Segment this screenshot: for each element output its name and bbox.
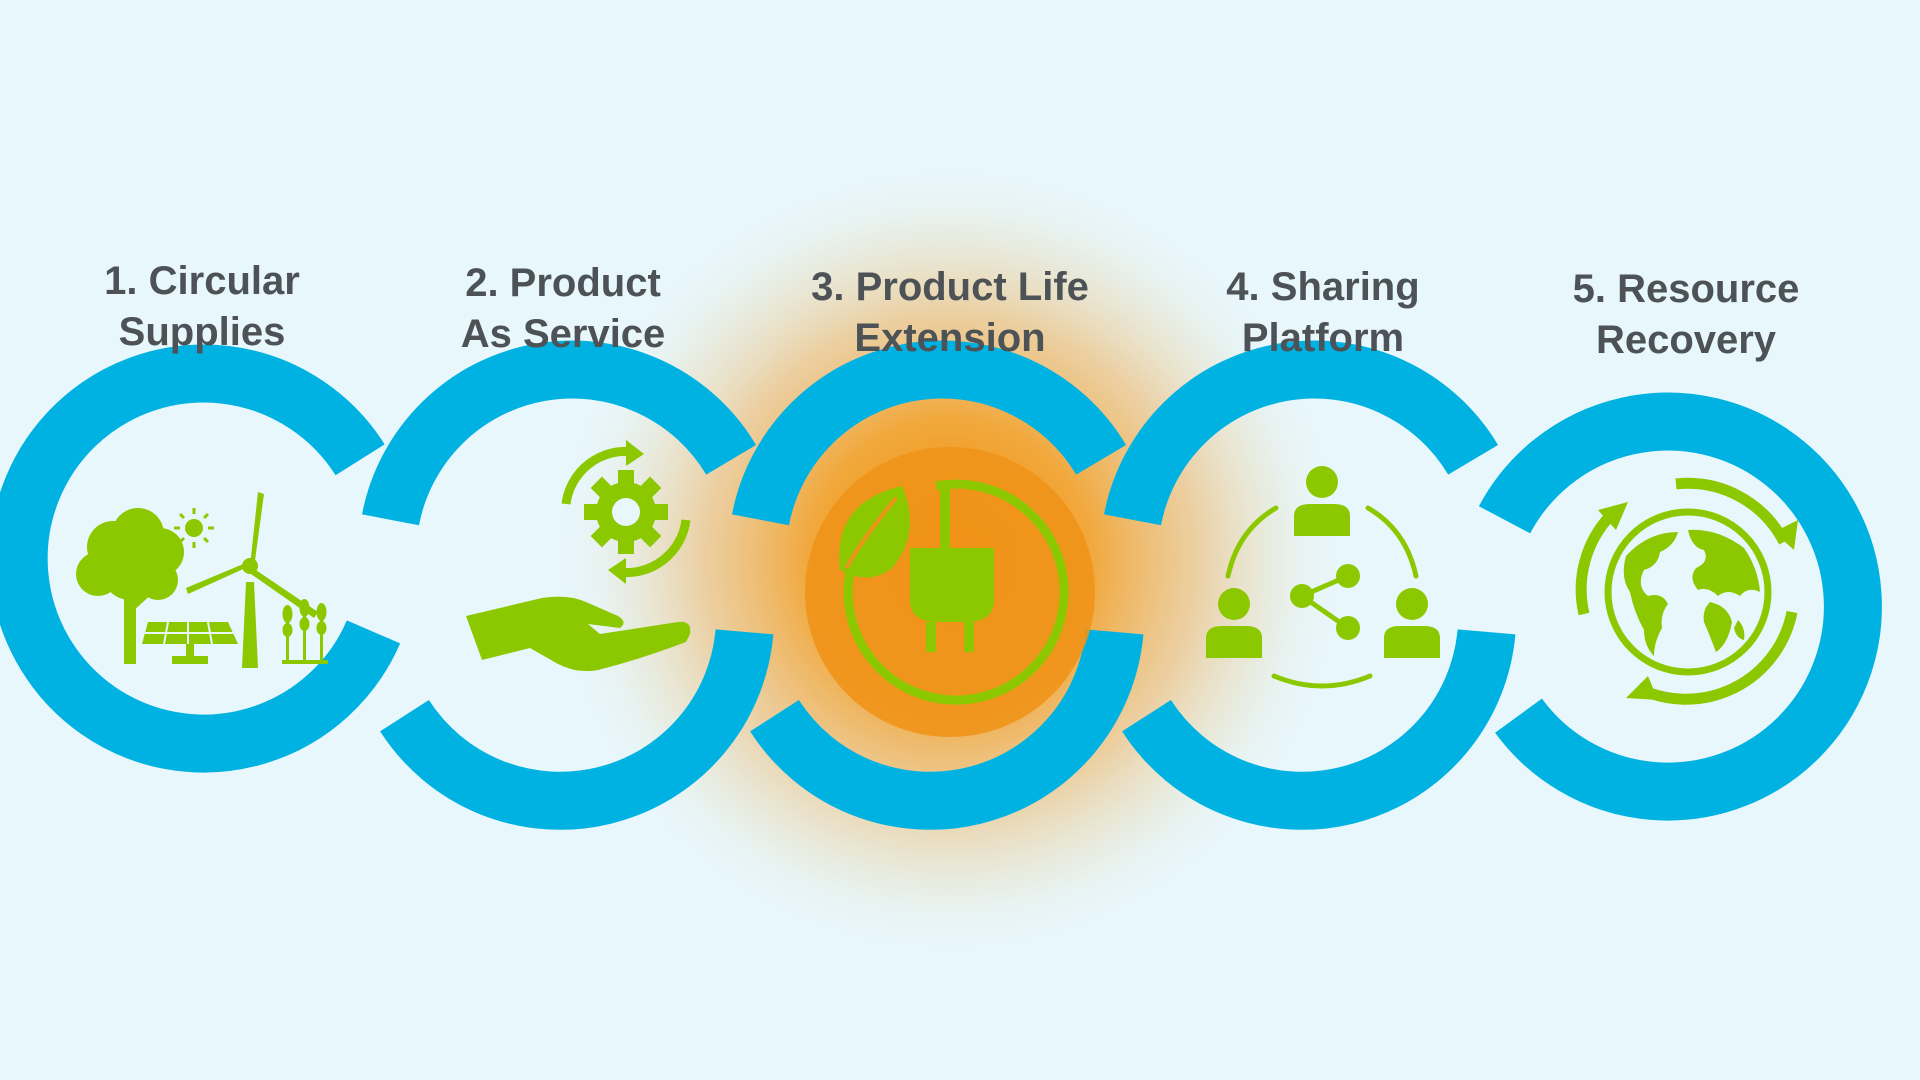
globe-recycle-icon: [1575, 477, 1798, 705]
step-3-title-line1: 3. Product Life: [811, 265, 1089, 309]
ring-2: [362, 340, 756, 526]
ring-3: [732, 340, 1126, 526]
people-network-icon: [1206, 466, 1440, 689]
step-3-title-line2: Extension: [854, 316, 1046, 360]
step-label-product-as-service: 2. Product As Service: [383, 258, 743, 360]
step-5-title-line2: Recovery: [1595, 318, 1777, 362]
step-2-title-line1: 2. Product: [465, 261, 661, 305]
ring-chain: [0, 340, 1882, 830]
step-2-title-line2: As Service: [460, 312, 666, 356]
step-label-resource-recovery: 5. Resource Recovery: [1506, 264, 1866, 366]
step-4-title-line1: 4. Sharing: [1226, 265, 1420, 309]
ring-5: [1478, 392, 1882, 821]
ring-2b: [380, 628, 774, 830]
step-4-title-line2: Platform: [1241, 316, 1405, 360]
leaf-plug-icon: [839, 479, 1069, 705]
step-1-title-line1: 1. Circular: [104, 259, 300, 303]
step-1-title-line2: Supplies: [118, 310, 286, 354]
ring-1: [0, 344, 401, 773]
step-label-circular-supplies: 1. Circular Supplies: [22, 256, 382, 358]
ring-4b: [1122, 628, 1516, 830]
step-5-title-line1: 5. Resource: [1572, 267, 1800, 311]
ring-3b: [750, 628, 1144, 830]
renewable-energy-icon: [76, 492, 328, 668]
step-label-product-life-extension: 3. Product Life Extension: [770, 262, 1130, 364]
ring-4: [1104, 340, 1498, 526]
step-label-sharing-platform: 4. Sharing Platform: [1143, 262, 1503, 364]
